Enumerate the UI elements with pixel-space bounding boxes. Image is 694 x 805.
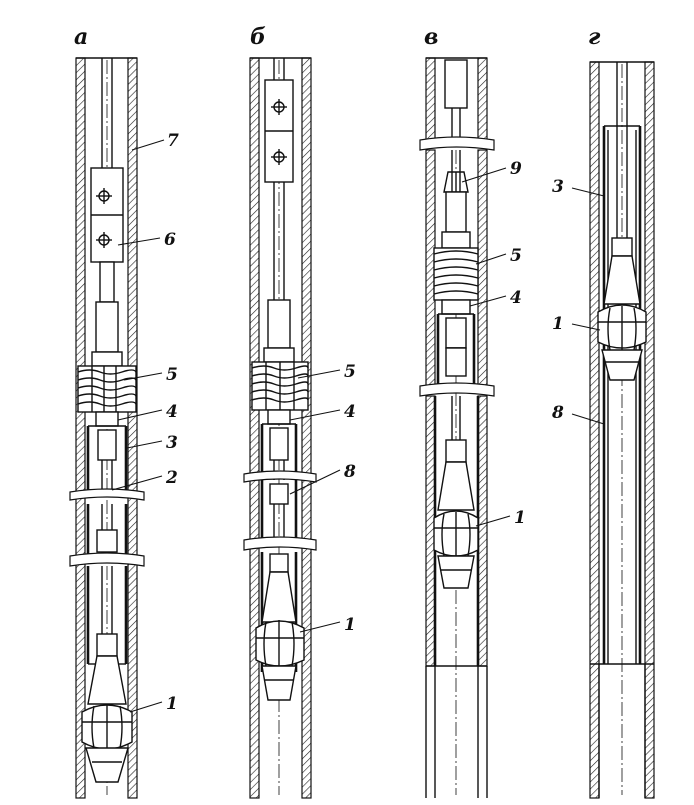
callout-v-1: 1 — [514, 508, 526, 528]
panel-letter-a: а — [74, 24, 88, 50]
casing-wall-right — [301, 57, 312, 799]
callout-a-4: 4 — [166, 402, 178, 422]
callout-g-8: 8 — [551, 403, 564, 423]
callout-b-8: 8 — [343, 462, 356, 482]
callout-b-5: 5 — [344, 362, 356, 382]
callout-a-1: 1 — [166, 694, 178, 714]
casing-wall-left — [589, 61, 600, 799]
callout-b-1: 1 — [344, 615, 356, 635]
callout-a-5: 5 — [166, 365, 178, 385]
casing-wall-left — [425, 57, 436, 141]
callout-g-1: 1 — [552, 314, 564, 334]
casing-wall-left — [75, 57, 86, 799]
callout-a-2: 2 — [165, 468, 178, 488]
panel-g: г 3 1 8 — [551, 24, 655, 799]
callout-a-7: 7 — [167, 131, 179, 151]
panel-letter-b: б — [250, 24, 266, 50]
callout-b-4: 4 — [344, 402, 356, 422]
panel-letter-g: г — [588, 24, 601, 50]
callout-v-9: 9 — [510, 159, 522, 179]
callout-v-5: 5 — [510, 246, 522, 266]
callout-a-3: 3 — [166, 433, 178, 453]
callout-v-4: 4 — [510, 288, 522, 308]
panel-b: б — [243, 24, 356, 799]
callout-a-6: 6 — [164, 230, 176, 250]
casing-wall-right — [127, 57, 138, 799]
casing-wall-right — [477, 149, 488, 387]
panel-letter-v: в — [424, 24, 438, 50]
casing-wall-right — [477, 395, 488, 667]
panel-a: а — [69, 24, 179, 799]
expander-1 — [255, 620, 305, 667]
panel-v: в — [419, 24, 526, 798]
casing-wall-right — [477, 57, 488, 141]
casing-wall-left — [249, 57, 260, 799]
callout-g-3: 3 — [552, 177, 564, 197]
casing-wall-right — [644, 61, 655, 799]
